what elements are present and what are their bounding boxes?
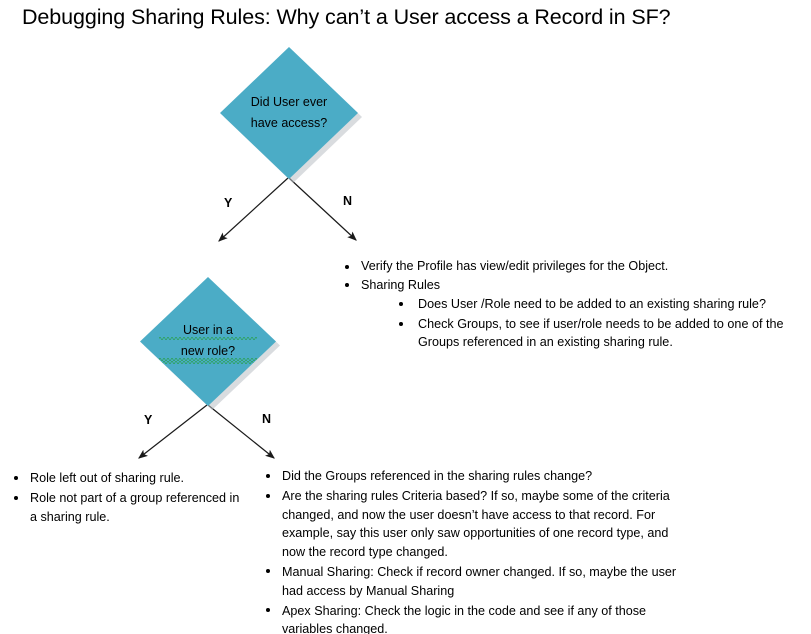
sub-list-item-text: Does User /Role need to be added to an e… [418,297,766,311]
bullet-dot-icon [266,608,270,613]
decision-node-user-in-a-new-role[interactable]: User in a new role? [140,277,280,410]
sub-list-item-text: Check Groups, to see if user/role needs … [418,316,784,350]
decision-node-1-line-1: Did User [250,95,300,109]
list-item-text: Sharing Rules [361,277,441,292]
decision-node-1-label: Did User ever have access? [239,92,338,134]
list-item: Are the sharing rules Criteria based? If… [266,487,686,561]
outcome-list-decision1-no: Verify the Profile has view/edit privile… [345,258,795,353]
bullet-dot-icon [345,264,349,269]
bullet-dot-icon [266,569,270,574]
bullet-dot-icon [399,321,403,326]
diamond-shape: User in a new role? [140,277,276,406]
decision-node-1-line-3: access? [281,116,328,130]
outcome-list-decision2-yes: Role left out of sharing rule. Role not … [14,469,246,528]
decision-node-2-line-2: new role? [159,340,257,362]
list-item: Sharing Rules Does User /Role need to be… [345,277,795,352]
list-item-text: Manual Sharing: Check if record owner ch… [282,564,677,598]
list-item-text: Verify the Profile has view/edit privile… [361,259,669,273]
decision-node-2-label: User in a new role? [159,319,257,364]
list-item: Apex Sharing: Check the logic in the cod… [266,602,686,634]
decision-node-did-user-ever-have-access[interactable]: Did User ever have access? [220,47,362,183]
branch-label-decision1-yes: Y [224,196,233,210]
decision-node-2-line-1: User in a [159,319,257,341]
bullet-dot-icon [399,302,403,306]
branch-label-decision2-yes: Y [144,413,153,427]
list-item-text: Apex Sharing: Check the logic in the cod… [282,603,647,634]
list-item: Role not part of a group referenced in a… [14,489,246,526]
list-item-text: Are the sharing rules Criteria based? If… [282,489,670,559]
branch-label-decision1-no: N [343,194,353,208]
page-title: Debugging Sharing Rules: Why can’t a Use… [22,5,671,29]
arrow-decision1-no [288,177,357,241]
list-item-text: Did the Groups referenced in the sharing… [282,469,593,483]
outcome-list-decision2-no: Did the Groups referenced in the sharing… [266,467,686,634]
list-item: Role left out of sharing rule. [14,469,246,488]
sub-list-item: Check Groups, to see if user/role needs … [399,315,795,352]
bullet-dot-icon [266,493,270,498]
list-item: Manual Sharing: Check if record owner ch… [266,563,686,600]
bullet-dot-icon [14,495,18,500]
bullet-dot-icon [14,475,18,480]
list-item-text: Role not part of a group referenced in a… [30,491,240,524]
diamond-shape: Did User ever have access? [220,47,358,179]
bullet-dot-icon [345,283,349,287]
list-item: Verify the Profile has view/edit privile… [345,258,795,276]
list-item: Did the Groups referenced in the sharing… [266,467,686,486]
list-item-text: Role left out of sharing rule. [30,471,185,485]
sub-list: Does User /Role need to be added to an e… [361,295,795,352]
sub-list-item: Does User /Role need to be added to an e… [399,295,795,314]
decision-node-1-line-2: ever have [250,95,328,130]
branch-label-decision2-no: N [262,412,272,426]
bullet-dot-icon [266,473,270,478]
